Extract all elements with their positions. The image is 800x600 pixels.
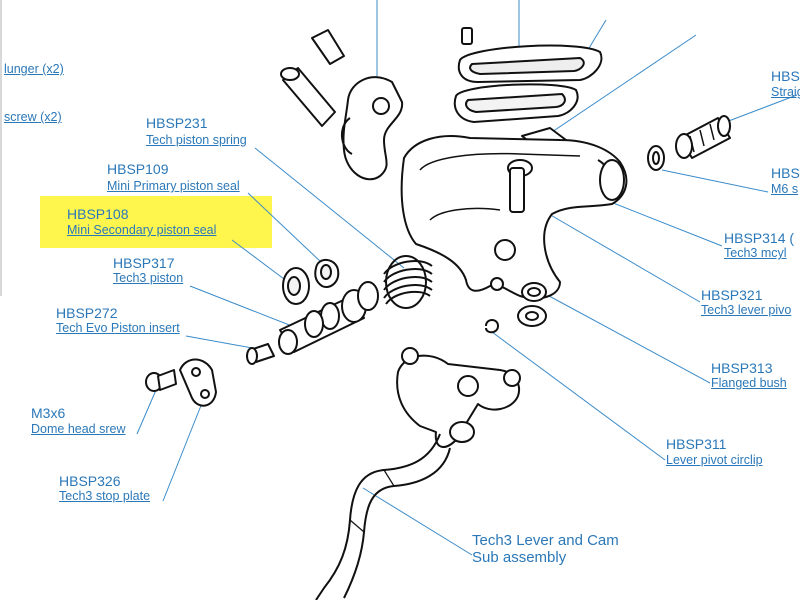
label-screw: screw (x2) (4, 110, 62, 124)
leader-hbsp317 (189, 285, 303, 331)
leader-hbsp231 (254, 147, 405, 269)
highlight-hbsp108 (40, 196, 272, 248)
label-m3x6-desc: Dome head srew (31, 422, 126, 436)
straight-fitting (675, 115, 731, 159)
label-hbsp109-desc: Mini Primary piston seal (107, 179, 240, 193)
label-hbsp108-desc: Mini Secondary piston seal (67, 223, 217, 237)
label-hbsp317-desc: Tech3 piston (113, 271, 184, 285)
label-hbsp272-code: HBSP272 (56, 305, 118, 321)
leader-hbsp313 (537, 289, 711, 384)
label-hbsp313-desc: Flanged bush (711, 376, 787, 390)
plunger-pins (280, 29, 345, 127)
top-screw (461, 27, 473, 45)
label-hbsp326-desc: Tech3 stop plate (59, 489, 151, 503)
label-hbs-top-desc: Straig (771, 85, 800, 99)
label-hbsp311-desc: Lever pivot circlip (666, 453, 763, 467)
label-hbsp109-code: HBSP109 (107, 161, 169, 177)
left-frame-line (0, 0, 2, 296)
label-m3x6-code: M3x6 (31, 405, 66, 421)
label-hbsp108-code: HBSP108 (67, 206, 129, 222)
stop-plate (179, 358, 217, 407)
leader-hbs-top (725, 94, 798, 123)
label-hbs-top-code: HBS (771, 68, 800, 84)
leader-hbsp311 (491, 331, 666, 461)
label-hbsp314-desc: Tech3 mcyl (724, 246, 787, 260)
label-hbs-mid-desc: M6 s (771, 182, 799, 196)
leader-lever (362, 487, 473, 556)
master-cylinder-body (400, 135, 628, 300)
leader-hbsp326 (162, 397, 205, 502)
label-hbsp231-code: HBSP231 (146, 115, 208, 131)
label-hbsp231-desc: Tech piston spring (146, 133, 247, 147)
label-hbsp311-code: HBSP311 (666, 436, 727, 452)
label-hbsp317-code: HBSP317 (113, 255, 175, 271)
circlip (485, 319, 499, 334)
lever-assembly (315, 347, 521, 600)
label-hbsp326-code: HBSP326 (59, 473, 121, 489)
leader-hbsp314 (597, 196, 723, 247)
leader-hbs-mid (661, 169, 769, 193)
clamp-bracket (342, 76, 404, 181)
tech3-piston (278, 281, 379, 355)
label-hbsp313-code: HBSP313 (711, 360, 773, 376)
label-hbsp272-desc: Tech Evo Piston insert (56, 321, 180, 335)
leader-hbsp109 (247, 192, 323, 264)
label-hbsp321-desc: Tech3 lever pivo (701, 303, 792, 317)
parts (145, 27, 731, 600)
leader-hbsp108 (231, 239, 293, 286)
label-hbs-mid-code: HBS (771, 165, 800, 181)
label-lever-line1: Tech3 Lever and Cam (472, 532, 619, 549)
bush-rings (517, 282, 547, 327)
leader-m3x6 (136, 389, 157, 435)
leader-seal-plate (551, 34, 697, 133)
label-lever-line2: Sub assembly (472, 549, 567, 566)
label-hbsp321-code: HBSP321 (701, 287, 763, 303)
label-hbsp314-code: HBSP314 ( (724, 230, 795, 246)
piston-spring (383, 255, 433, 309)
label-plunger: lunger (x2) (4, 62, 64, 76)
